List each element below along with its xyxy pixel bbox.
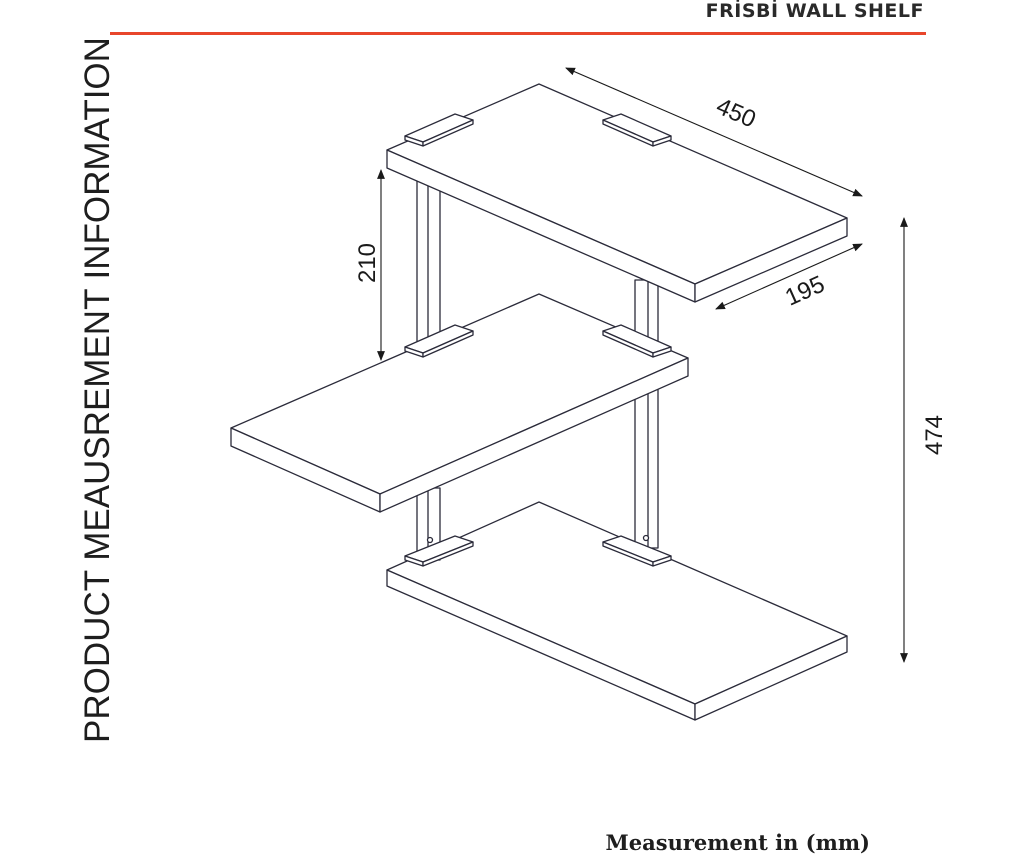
support-rod-left-upper [416,167,441,351]
middle-shelf-clips [404,324,672,358]
width-dimension-line [565,67,863,197]
support-rod-right [634,279,659,549]
bottom-shelf-clips [404,535,672,567]
measurement-unit-note: Measurement in (mm) [605,830,870,855]
width-label: 450 [712,93,759,134]
dimension-lines [377,67,908,663]
total-height-label: 474 [921,415,948,455]
product-title: FRİSBİ WALL SHELF [705,0,924,22]
middle-shelf [230,293,689,513]
shelf-structure [230,83,848,721]
shelf-spacing-label: 210 [354,243,381,283]
depth-dimension-line [715,243,863,310]
title-underline [110,32,926,35]
bottom-shelf [386,501,848,721]
